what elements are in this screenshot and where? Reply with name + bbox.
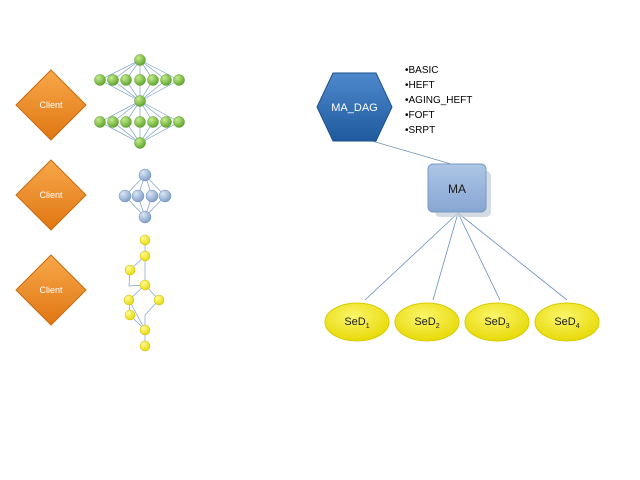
client-label: Client [39, 285, 63, 295]
sed-node-2: SeD2 [394, 302, 460, 342]
ma-dag-node: MA_DAG [316, 72, 393, 142]
edge-ma-sed1 [364, 212, 459, 301]
client-node-1: Client [15, 69, 87, 141]
sed-label: SeD1 [344, 316, 369, 330]
ma-label: MA [448, 182, 466, 196]
client-node-3: Client [15, 254, 87, 326]
green-workflow-nodes [94, 54, 185, 149]
algorithm-item: •FOFT [405, 110, 435, 121]
client-label: Client [39, 190, 63, 200]
sed-label: SeD2 [414, 316, 439, 330]
edge-madag-ma [371, 140, 459, 167]
sed-label: SeD3 [484, 316, 509, 330]
algorithm-item: •BASIC [405, 65, 439, 76]
algorithm-item: •SRPT [405, 125, 435, 136]
edge-ma-sed4 [457, 212, 568, 301]
edge-ma-sed2 [432, 212, 459, 301]
ma-dag-label: MA_DAG [331, 102, 377, 114]
edge-ma-sed3 [457, 212, 501, 301]
scheduling-algorithm-list: •BASIC •HEFT •AGING_HEFT •FOFT •SRPT [405, 65, 472, 136]
sed-label: SeD4 [554, 316, 579, 330]
sed-node-3: SeD3 [464, 302, 530, 342]
algorithm-item: •HEFT [405, 80, 435, 91]
blue-workflow-nodes [118, 168, 172, 224]
agent-edges [364, 140, 568, 301]
ma-node: MA [427, 163, 491, 217]
client-node-2: Client [15, 159, 87, 231]
algorithm-item: •AGING_HEFT [405, 95, 472, 106]
sed-node-1: SeD1 [324, 302, 390, 342]
yellow-workflow-nodes [123, 234, 165, 352]
client-label: Client [39, 100, 63, 110]
sed-node-4: SeD4 [534, 302, 600, 342]
